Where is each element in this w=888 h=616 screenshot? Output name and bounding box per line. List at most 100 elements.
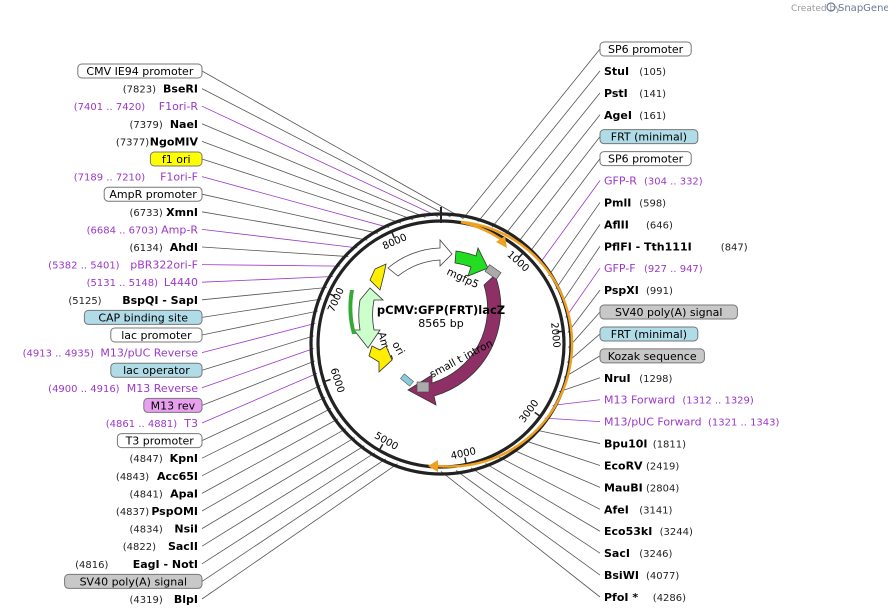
primer-label-gfp-r[interactable]: GFP-R(304 .. 332): [604, 175, 703, 188]
leader-line: [517, 136, 601, 243]
label-position: (4834): [130, 525, 163, 536]
label-text: SV40 poly(A) signal: [80, 575, 187, 588]
label-box: [599, 41, 692, 57]
feature-label-m13-rev[interactable]: M13 rev: [143, 397, 203, 413]
primer-label-pbr322ori-f[interactable]: pBR322ori-F(5382 .. 5401): [48, 259, 198, 272]
site-label-bspqi-sapi[interactable]: BspQI - SapI(5125): [68, 294, 198, 307]
feature-label-sv40-poly-a-signal[interactable]: SV40 poly(A) signal: [599, 304, 738, 320]
label-box: [110, 362, 203, 378]
site-label-psti[interactable]: PstI(141): [604, 87, 666, 100]
primer-label-t3[interactable]: T3(4861 .. 4881): [106, 417, 198, 430]
label-name: PfoI *: [604, 591, 638, 604]
leader-line: [201, 310, 319, 336]
site-label-pspxi[interactable]: PspXI(991): [604, 284, 673, 297]
label-box: [599, 326, 699, 342]
site-label-bsiwi[interactable]: BsiWI(4077): [604, 569, 679, 582]
site-label-eagi-noti[interactable]: EagI - NotI(4816): [75, 558, 198, 571]
feature-f1-ori: [369, 263, 387, 291]
label-position: (161): [639, 111, 666, 122]
label-box: [110, 327, 203, 343]
feature-label-f1-ori[interactable]: f1 ori: [149, 151, 203, 167]
site-label-eco53ki[interactable]: Eco53kI(3244): [604, 525, 693, 538]
feature-label-ampr-promoter[interactable]: AmpR promoter: [103, 186, 203, 202]
site-label-aflii[interactable]: AflII (646): [604, 218, 673, 231]
feature-label-sp6-promoter[interactable]: SP6 promoter: [599, 151, 692, 167]
label-name: AfeI: [604, 503, 629, 516]
site-label-maubi[interactable]: MauBI(2804): [604, 481, 679, 494]
feature-label-sv40-poly-a-signal[interactable]: SV40 poly(A) signal: [64, 573, 203, 589]
label-name: Bpu10I: [604, 438, 648, 451]
feature-label-lac-promoter[interactable]: lac promoter: [110, 327, 203, 343]
site-label-bpu10i[interactable]: Bpu10I (1811): [604, 438, 686, 451]
leader-line: [201, 158, 402, 224]
site-label-ahdi[interactable]: AhdI(6134): [130, 241, 198, 254]
label-position: (4913 .. 4935): [23, 349, 95, 360]
feature-label-sp6-promoter[interactable]: SP6 promoter: [599, 41, 692, 57]
label-name: EcoRV: [604, 459, 643, 472]
leader-line: [544, 417, 601, 423]
label-name: M13 Forward: [604, 394, 675, 407]
site-label-nsii[interactable]: NsiI(4834): [130, 523, 198, 536]
primer-label-m13-puc-forward[interactable]: M13/pUC Forward(1321 .. 1343): [604, 416, 780, 429]
primer-label-m13-reverse[interactable]: M13 Reverse(4900 .. 4916): [48, 382, 198, 395]
site-label-ecorv[interactable]: EcoRV(2419): [604, 459, 679, 472]
label-box: [103, 186, 203, 202]
label-name: StuI: [604, 65, 629, 78]
primer-label-f1ori-f[interactable]: F1ori-F(7189 .. 7210): [74, 171, 198, 184]
feature-label-frt-minimal[interactable]: FRT (minimal): [599, 326, 699, 342]
site-label-acc65i[interactable]: Acc65I(4843): [116, 470, 198, 483]
site-label-sacii[interactable]: SacII(4822): [123, 540, 198, 553]
leader-line: [567, 289, 601, 333]
primer-label-amp-r[interactable]: Amp-R(6684 .. 6703): [87, 223, 199, 236]
site-label-kpni[interactable]: KpnI(4847): [130, 452, 198, 465]
orange-arc: [437, 220, 574, 468]
label-name: AhdI: [170, 241, 198, 254]
feature-label-kozak-sequence[interactable]: Kozak sequence: [599, 348, 705, 364]
site-label-pmli[interactable]: PmlI(598): [604, 196, 666, 209]
label-position: (7401 .. 7420): [74, 102, 146, 113]
site-label-blpi[interactable]: BlpI(4319): [130, 593, 198, 606]
label-box: [64, 573, 203, 589]
primer-label-m13-forward[interactable]: M13 Forward (1312 .. 1329): [604, 394, 754, 407]
label-name: EagI - NotI: [133, 558, 198, 571]
snapgene-brand: SnapGene: [838, 3, 888, 14]
label-name: Amp-R: [161, 223, 198, 236]
site-label-pflfi-tth111i[interactable]: PflFI - Tth111I(847): [604, 240, 748, 253]
primer-label-f1ori-r[interactable]: F1ori-R(7401 .. 7420): [74, 100, 199, 113]
label-position: (1312 .. 1329): [682, 396, 754, 407]
site-label-apai[interactable]: ApaI(4841): [130, 487, 198, 500]
label-position: (1811): [653, 440, 686, 451]
primer-label-m13-puc-reverse[interactable]: M13/pUC Reverse(4913 .. 4935): [23, 347, 199, 360]
site-label-agei[interactable]: AgeI(161): [604, 109, 666, 122]
feature-label-cap-binding-site[interactable]: CAP binding site: [83, 309, 203, 325]
tick-mark: [329, 293, 336, 298]
site-label-pspomi[interactable]: PspOMI(4837): [116, 505, 198, 518]
leader-line: [555, 224, 601, 290]
primer-label-l4440[interactable]: L4440(5131 .. 5148): [87, 276, 198, 289]
label-box: [599, 129, 699, 145]
label-position: (646): [646, 220, 673, 231]
leader-line: [201, 396, 326, 459]
leader-line: [512, 449, 601, 488]
label-text: CAP binding site: [98, 311, 188, 324]
site-label-naei[interactable]: NaeI(7379): [130, 118, 198, 131]
label-box: [83, 309, 203, 325]
site-label-bseri[interactable]: BseRI(7823): [123, 83, 198, 96]
site-label-stui[interactable]: StuI(105): [604, 65, 666, 78]
label-position: (3244): [660, 527, 693, 538]
feature-label-cmv-ie94-promoter[interactable]: CMV IE94 promoter: [77, 63, 203, 79]
site-label-xmni[interactable]: XmnI(6733): [130, 206, 198, 219]
site-label-afei[interactable]: AfeI(3141): [604, 503, 673, 516]
label-name: AflII: [604, 218, 629, 231]
label-name: M13/pUC Forward: [604, 416, 702, 429]
primer-label-gfp-f[interactable]: GFP-F(927 .. 947): [604, 262, 703, 275]
feature-label-frt-minimal[interactable]: FRT (minimal): [599, 129, 699, 145]
feature-label-t3-promoter[interactable]: T3 promoter: [116, 433, 203, 449]
site-label-saci[interactable]: SacI(3246): [604, 547, 673, 560]
site-label-nrui[interactable]: NruI(1298): [604, 372, 673, 385]
site-label-pfoi[interactable]: PfoI *(4286): [604, 591, 686, 604]
feature-label-lac-operator[interactable]: lac operator: [110, 362, 203, 378]
site-label-ngomiv[interactable]: NgoMIV(7377): [116, 135, 199, 148]
leader-line: [563, 355, 601, 378]
label-text: T3 promoter: [125, 435, 195, 448]
